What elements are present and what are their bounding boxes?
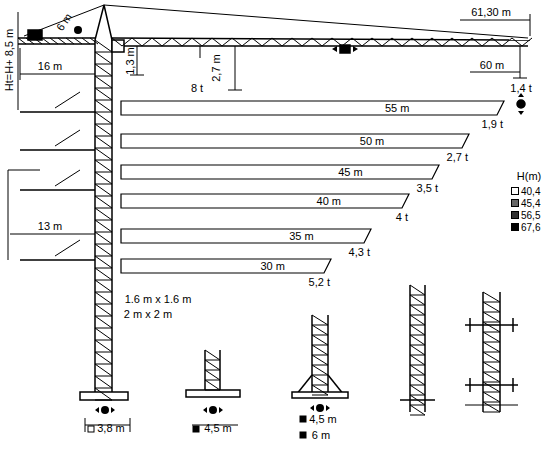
jib-length: 45 m — [338, 165, 362, 179]
jib-length: 55 m — [385, 101, 409, 115]
legend-text: 40,4 — [521, 186, 540, 197]
jib-length-band: 30 m 5,2 t — [120, 258, 332, 290]
dimension-label: 2 m x 2 m — [124, 308, 172, 320]
dimension-label: 4,5 m — [309, 413, 337, 425]
legend-swatch — [511, 199, 519, 207]
jib-length: 50 m — [360, 134, 384, 148]
load-capacity: 1,9 t — [482, 117, 503, 131]
height-legend-item: 45,4 — [511, 198, 540, 209]
dimension-label: 2,7 m — [210, 54, 222, 82]
height-legend-item: 67,6 — [511, 222, 540, 233]
band-shape — [121, 259, 331, 273]
jib-length: 40 m — [317, 194, 341, 208]
load-capacity: 2,7 t — [447, 150, 468, 164]
dimension-label: 60 m — [480, 59, 504, 71]
dimension-label: 13 m — [38, 220, 62, 232]
load-capacity: 4 t — [396, 210, 408, 224]
legend-text: 56,5 — [521, 210, 540, 221]
jib-length: 35 m — [289, 229, 313, 243]
legend-text: 67,6 — [521, 222, 540, 233]
band-shape — [121, 134, 469, 148]
dimension-label: 6 m — [312, 429, 330, 441]
band-shape — [121, 194, 409, 208]
load-capacity: 5,2 t — [309, 275, 330, 289]
jib-length-band: 45 m 3,5 t — [120, 164, 440, 196]
band-outline — [120, 193, 412, 210]
legend-swatch — [511, 211, 519, 219]
jib-length: 30 m — [260, 259, 284, 273]
band-outline — [120, 164, 442, 181]
jib-length-band: 40 m 4 t — [120, 193, 410, 225]
dimension-label: Ht=H+ 8,5 m — [3, 29, 15, 91]
dimension-label: H(m) — [517, 170, 541, 182]
dimension-label: 1,3 m — [124, 47, 136, 75]
band-shape — [121, 101, 504, 115]
load-capacity: 4,3 t — [349, 245, 370, 259]
height-legend-item: 56,5 — [511, 210, 540, 221]
band-shape — [121, 165, 439, 179]
legend-swatch — [511, 187, 519, 195]
jib-length-band: 50 m 2,7 t — [120, 133, 470, 165]
height-legend-item: 40,4 — [511, 186, 540, 197]
dimension-label: 61,30 m — [471, 6, 511, 18]
band-outline — [120, 133, 472, 150]
jib-length-band: 55 m 1,9 t — [120, 100, 505, 132]
jib-length-band: 35 m 4,3 t — [120, 228, 372, 260]
legend-text: 45,4 — [521, 198, 540, 209]
band-outline — [120, 258, 334, 275]
dimension-label: 4,5 m — [204, 422, 232, 434]
legend-swatch — [511, 223, 519, 231]
dimension-label: 6 m — [54, 11, 74, 33]
band-shape — [121, 229, 371, 243]
band-outline — [120, 100, 507, 117]
band-outline — [120, 228, 374, 245]
dimension-label: 3,8 m — [97, 422, 125, 434]
dimension-label: 16 m — [38, 60, 62, 72]
dimension-label: 1,4 t — [510, 82, 531, 94]
dimension-label: 1.6 m x 1.6 m — [125, 293, 192, 305]
dimension-label: 8 t — [191, 82, 203, 94]
load-capacity: 3,5 t — [417, 181, 438, 195]
